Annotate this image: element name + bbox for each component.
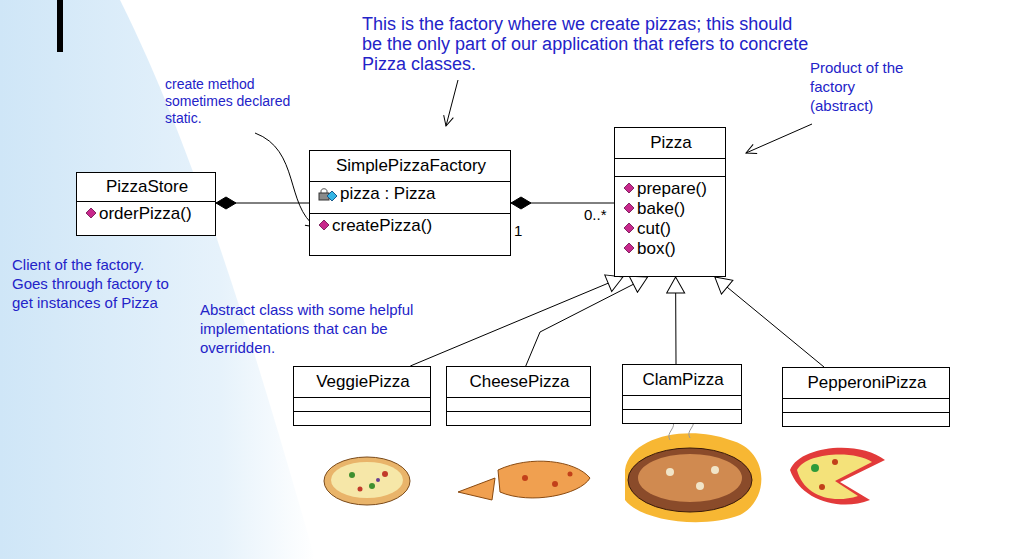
class-name-row: ClamPizza xyxy=(642,370,723,390)
title-bar-mark xyxy=(57,0,63,52)
compartment: PepperoniPizza xyxy=(783,368,949,398)
compartment: CheesePizza xyxy=(447,367,590,397)
compartment xyxy=(447,411,590,425)
label-text: Client of the factory. Goes through fact… xyxy=(12,256,169,311)
subclass-box: PepperoniPizza xyxy=(782,367,950,427)
callout-note: create method sometimes declared static. xyxy=(165,76,315,127)
method-icon xyxy=(623,242,635,256)
compartment: prepare()bake()cut()box() xyxy=(615,176,725,276)
composition-line xyxy=(511,203,614,204)
subclass-box: CheesePizza xyxy=(446,366,591,426)
member-name: pizza : Pizza xyxy=(340,184,435,204)
subclass-box: ClamPizza xyxy=(622,364,742,424)
method-icon xyxy=(623,202,635,216)
member-name: box() xyxy=(637,239,676,259)
member-name: prepare() xyxy=(637,179,707,199)
label-text: create method sometimes declared static. xyxy=(165,76,290,126)
class-name-row: VeggiePizza xyxy=(316,372,410,392)
method-icon xyxy=(318,219,330,233)
inheritance-line xyxy=(410,277,623,366)
class-box: PizzaStore orderPizza() xyxy=(76,172,216,236)
leader-line xyxy=(255,133,316,227)
member-row: pizza : Pizza xyxy=(318,184,504,204)
clam-pizza-picture xyxy=(625,418,761,522)
subclass-box: VeggiePizza xyxy=(293,366,431,426)
class-name-row: PepperoniPizza xyxy=(807,373,926,393)
inheritance-line xyxy=(675,277,676,364)
leader-line xyxy=(446,80,458,126)
inheritance-line xyxy=(526,277,648,366)
compartment: Pizza xyxy=(615,128,725,158)
label-text: 1 xyxy=(514,222,522,239)
member-row: orderPizza() xyxy=(85,204,209,224)
class-name: CheesePizza xyxy=(469,372,569,392)
inheritance-line xyxy=(715,277,824,367)
compartment xyxy=(783,398,949,412)
method-icon xyxy=(85,207,97,221)
method-icon xyxy=(623,182,635,196)
class-name-row: SimplePizzaFactory xyxy=(336,156,486,176)
member-row: cut() xyxy=(623,219,719,239)
member-name: cut() xyxy=(637,219,671,239)
member-name: orderPizza() xyxy=(99,204,192,224)
compartment: ClamPizza xyxy=(623,365,741,395)
class-name-row: PizzaStore xyxy=(106,177,188,197)
member-name: createPizza() xyxy=(332,216,432,236)
label-text: This is the factory where we create pizz… xyxy=(362,14,808,74)
compartment: createPizza() xyxy=(310,213,510,255)
compartment xyxy=(623,395,741,409)
class-name-row: Pizza xyxy=(650,133,692,153)
class-name-row: CheesePizza xyxy=(469,372,569,392)
pepperoni-pizza-picture xyxy=(790,448,885,505)
compartment: pizza : Pizza xyxy=(310,181,510,213)
callout-note: Abstract class with some helpful impleme… xyxy=(200,300,462,357)
member-row: createPizza() xyxy=(318,216,504,236)
compartment xyxy=(623,409,741,423)
abstract-class-box: Pizza prepare()bake()cut()box() xyxy=(614,127,726,277)
compartment xyxy=(783,412,949,426)
method-icon xyxy=(623,222,635,236)
class-name: Pizza xyxy=(650,133,692,153)
compartment xyxy=(615,158,725,176)
composition-line xyxy=(216,203,309,204)
multiplicity: 1 xyxy=(514,222,534,240)
label-text: 0..* xyxy=(584,206,607,223)
class-name: ClamPizza xyxy=(642,370,723,390)
member-row: prepare() xyxy=(623,179,719,199)
compartment: SimplePizzaFactory xyxy=(310,151,510,181)
callout-note: Client of the factory. Goes through fact… xyxy=(12,255,184,312)
compartment: PizzaStore xyxy=(77,173,215,201)
compartment: VeggiePizza xyxy=(294,367,430,397)
veggie-pizza-picture xyxy=(324,457,410,505)
background-panel xyxy=(0,0,315,559)
compartment xyxy=(294,411,430,425)
class-name: PizzaStore xyxy=(106,177,188,197)
callout-note: Product of the factory (abstract) xyxy=(810,58,906,115)
class-name: PepperoniPizza xyxy=(807,373,926,393)
compartment xyxy=(294,397,430,411)
leader-line xyxy=(746,124,812,153)
member-row: bake() xyxy=(623,199,719,219)
class-box: SimplePizzaFactory pizza : Pizza createPiz… xyxy=(309,150,511,256)
class-name: VeggiePizza xyxy=(316,372,410,392)
member-row: box() xyxy=(623,239,719,259)
label-text: Abstract class with some helpful impleme… xyxy=(200,301,413,356)
callout-note: This is the factory where we create pizz… xyxy=(362,14,812,74)
member-name: bake() xyxy=(637,199,685,219)
compartment xyxy=(447,397,590,411)
class-name: SimplePizzaFactory xyxy=(336,156,486,176)
private-attribute-icon xyxy=(318,187,338,201)
compartment: orderPizza() xyxy=(77,201,215,235)
cheese-pizza-picture xyxy=(458,461,590,500)
label-text: Product of the factory (abstract) xyxy=(810,59,903,114)
